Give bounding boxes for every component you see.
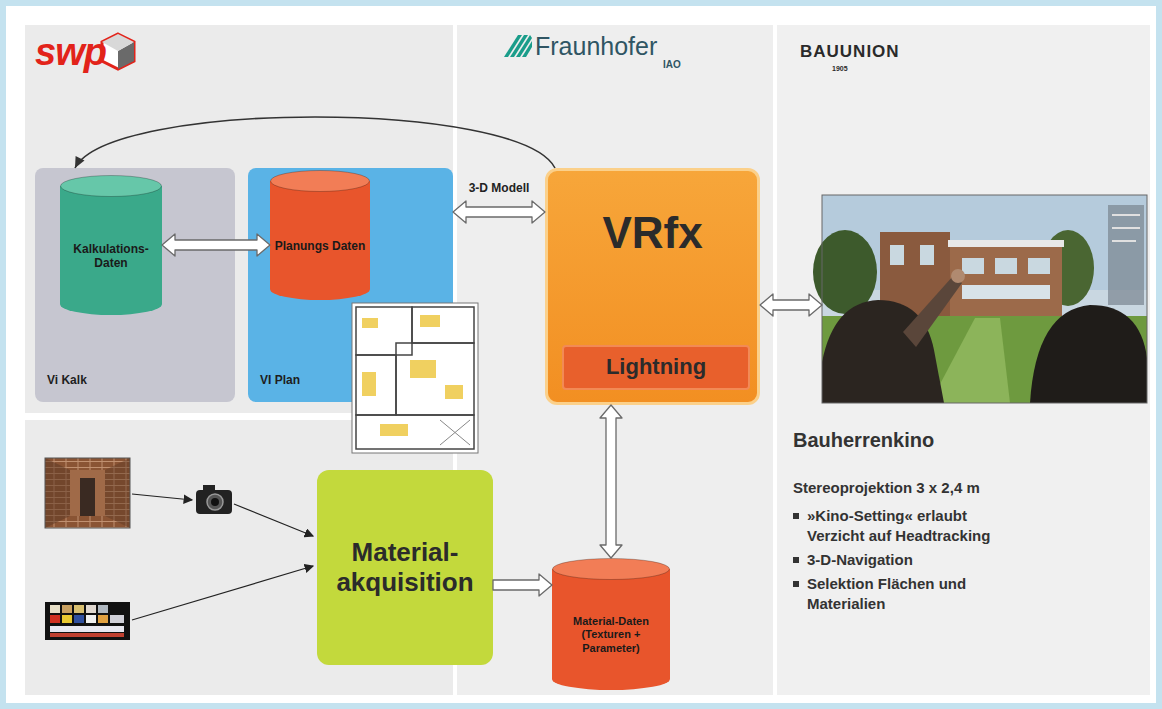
brick-photo	[45, 458, 130, 528]
text-holder: Stereoprojektion 3 x 2,4 m	[793, 478, 1133, 498]
arrow-head	[75, 156, 84, 168]
text-holder: VRfx	[548, 211, 757, 255]
node-text: Selektion Flächen und Materialien	[807, 574, 1017, 614]
node-label: Planungs Daten	[274, 239, 366, 253]
panel-ground	[777, 25, 1150, 695]
bauunion-panel: BAUUNION 1905BauherrenkinoStereoprojektio…	[777, 25, 1150, 695]
node-text: swp	[35, 33, 106, 71]
cylinder-body	[60, 186, 162, 315]
fraunhofer-panel: FraunhoferIAO VRfxLightningMaterial-Daten…	[457, 25, 773, 695]
node-text: IAO	[663, 59, 681, 70]
bullet-mark	[793, 557, 799, 563]
cylinder-body	[270, 181, 370, 300]
node-text: 3-D-Navigation	[807, 550, 1017, 570]
node-text: Fraunhofer	[535, 34, 657, 59]
curved-arrow	[75, 117, 555, 168]
text-holder: Vi Kalk	[47, 373, 87, 387]
node-text: Bauherrenkino	[793, 428, 1133, 452]
module-box: Vi Kalk Kalkulations-Daten	[35, 168, 235, 402]
camera-icon	[196, 485, 232, 514]
cylinder-shape	[270, 170, 370, 300]
text-holder: BAUUNION	[800, 43, 900, 60]
database-cylinder: Material-Daten (Texturen + Parameter)	[552, 558, 670, 690]
label-holder: 3-D Modell	[469, 181, 530, 195]
text-holder: VI Plan	[260, 373, 300, 387]
text-holder: »Kino-Setting« erlaubt Verzicht auf Head…	[807, 506, 1017, 546]
logo-cube	[102, 34, 134, 69]
node-text: VRfx	[548, 211, 757, 255]
cylinder-top	[61, 176, 162, 197]
text-holder: Planungs Daten	[274, 196, 366, 296]
node-label: Kalkulations-Daten	[64, 242, 158, 271]
node-text: VI Plan	[260, 373, 300, 387]
logo-stripes	[504, 35, 532, 57]
text-holder: Material-Daten (Texturen + Parameter)	[556, 584, 666, 686]
module-box: VI Plan Planungs Daten	[248, 168, 453, 402]
bullet-mark	[793, 513, 799, 519]
node-text: 1905	[832, 65, 848, 72]
text-holder: Selektion Flächen und Materialien	[807, 574, 1017, 614]
process-box: Material-akquisition	[317, 470, 493, 665]
block-arrow	[493, 574, 552, 596]
block-arrow	[600, 405, 622, 558]
database-cylinder: Kalkulations-Daten	[60, 175, 162, 315]
node-text: BAUUNION	[800, 43, 900, 60]
feature-bar: Lightning	[562, 345, 750, 390]
bullet-mark	[793, 581, 799, 587]
database-cylinder: Planungs Daten	[270, 170, 370, 300]
curved-line	[75, 117, 555, 168]
text-holder: IAO	[663, 59, 681, 70]
leader-arrow	[132, 494, 313, 620]
edge-label: 3-D Modell	[469, 181, 530, 195]
node-label: Lightning	[566, 355, 746, 379]
node-text: Vi Kalk	[47, 373, 87, 387]
text-holder: Lightning	[566, 349, 746, 386]
block-arrow	[453, 201, 545, 223]
process-box: VRfxLightning	[545, 168, 760, 405]
cinema-photo	[813, 195, 1147, 403]
text-holder: Kalkulations-Daten	[64, 201, 158, 311]
node-text: »Kino-Setting« erlaubt Verzicht auf Head…	[807, 506, 1017, 546]
panel-ground	[457, 25, 773, 695]
swp-panel: swp Vi Kalk Kalkulations-Daten VI Plan Planu…	[25, 25, 453, 413]
node-text: Stereoprojektion 3 x 2,4 m	[793, 478, 1133, 498]
text-holder: swp	[35, 33, 106, 71]
block-arrow	[760, 294, 822, 316]
text-holder: Material-akquisition	[325, 478, 485, 657]
node-label: Material-akquisition	[325, 538, 485, 598]
panel-ground	[25, 25, 453, 413]
node-label: Material-Daten (Texturen + Parameter)	[556, 615, 666, 655]
color-chart	[45, 602, 130, 640]
cylinder-body	[552, 569, 670, 690]
text-holder: 3-D-Navigation	[807, 550, 1017, 570]
text-holder: 1905	[832, 65, 848, 72]
cylinder-top	[553, 559, 670, 580]
text-holder: Fraunhofer	[535, 34, 657, 59]
cylinder-top	[271, 171, 370, 192]
text-holder: Bauherrenkino	[793, 428, 1133, 452]
